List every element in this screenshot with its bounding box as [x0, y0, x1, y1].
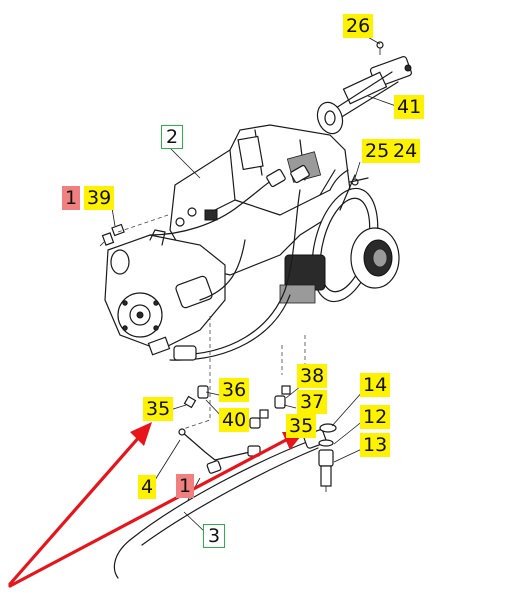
- hose-3: [113, 429, 327, 579]
- callout-35-left: 35: [143, 397, 174, 421]
- callout-24: 24: [390, 139, 421, 163]
- callout-39: 39: [84, 186, 115, 210]
- leader-lines: [111, 35, 397, 533]
- callout-1-bottom: 1: [176, 474, 195, 498]
- callout-2: 2: [161, 125, 184, 149]
- fittings-36-40: [183, 385, 269, 429]
- hoses: [149, 164, 349, 361]
- callout-13: 13: [360, 433, 391, 457]
- callout-35-right: 35: [286, 414, 317, 438]
- callout-37: 37: [297, 390, 328, 414]
- callout-25: 25: [362, 139, 393, 163]
- drive-shaft: [316, 41, 412, 135]
- fitting-39: [99, 223, 125, 247]
- callout-36: 36: [219, 378, 250, 402]
- rear-flange: [279, 169, 400, 304]
- fittings-38-37: [274, 385, 291, 409]
- adapters-14-12-13: [318, 423, 337, 492]
- pump-assembly: [104, 229, 226, 356]
- callout-14: 14: [360, 373, 391, 397]
- callout-4: 4: [138, 475, 157, 499]
- red-arrow-to-35-right: [8, 438, 288, 588]
- red-arrow-to-35-left: [8, 434, 142, 586]
- callout-3: 3: [203, 524, 226, 548]
- callout-41: 41: [394, 95, 425, 119]
- callout-38: 38: [297, 364, 328, 388]
- callout-40: 40: [219, 408, 250, 432]
- pipe-4: [178, 428, 261, 474]
- callout-12: 12: [360, 405, 391, 429]
- callout-1-top: 1: [62, 186, 81, 210]
- callout-26: 26: [343, 14, 374, 38]
